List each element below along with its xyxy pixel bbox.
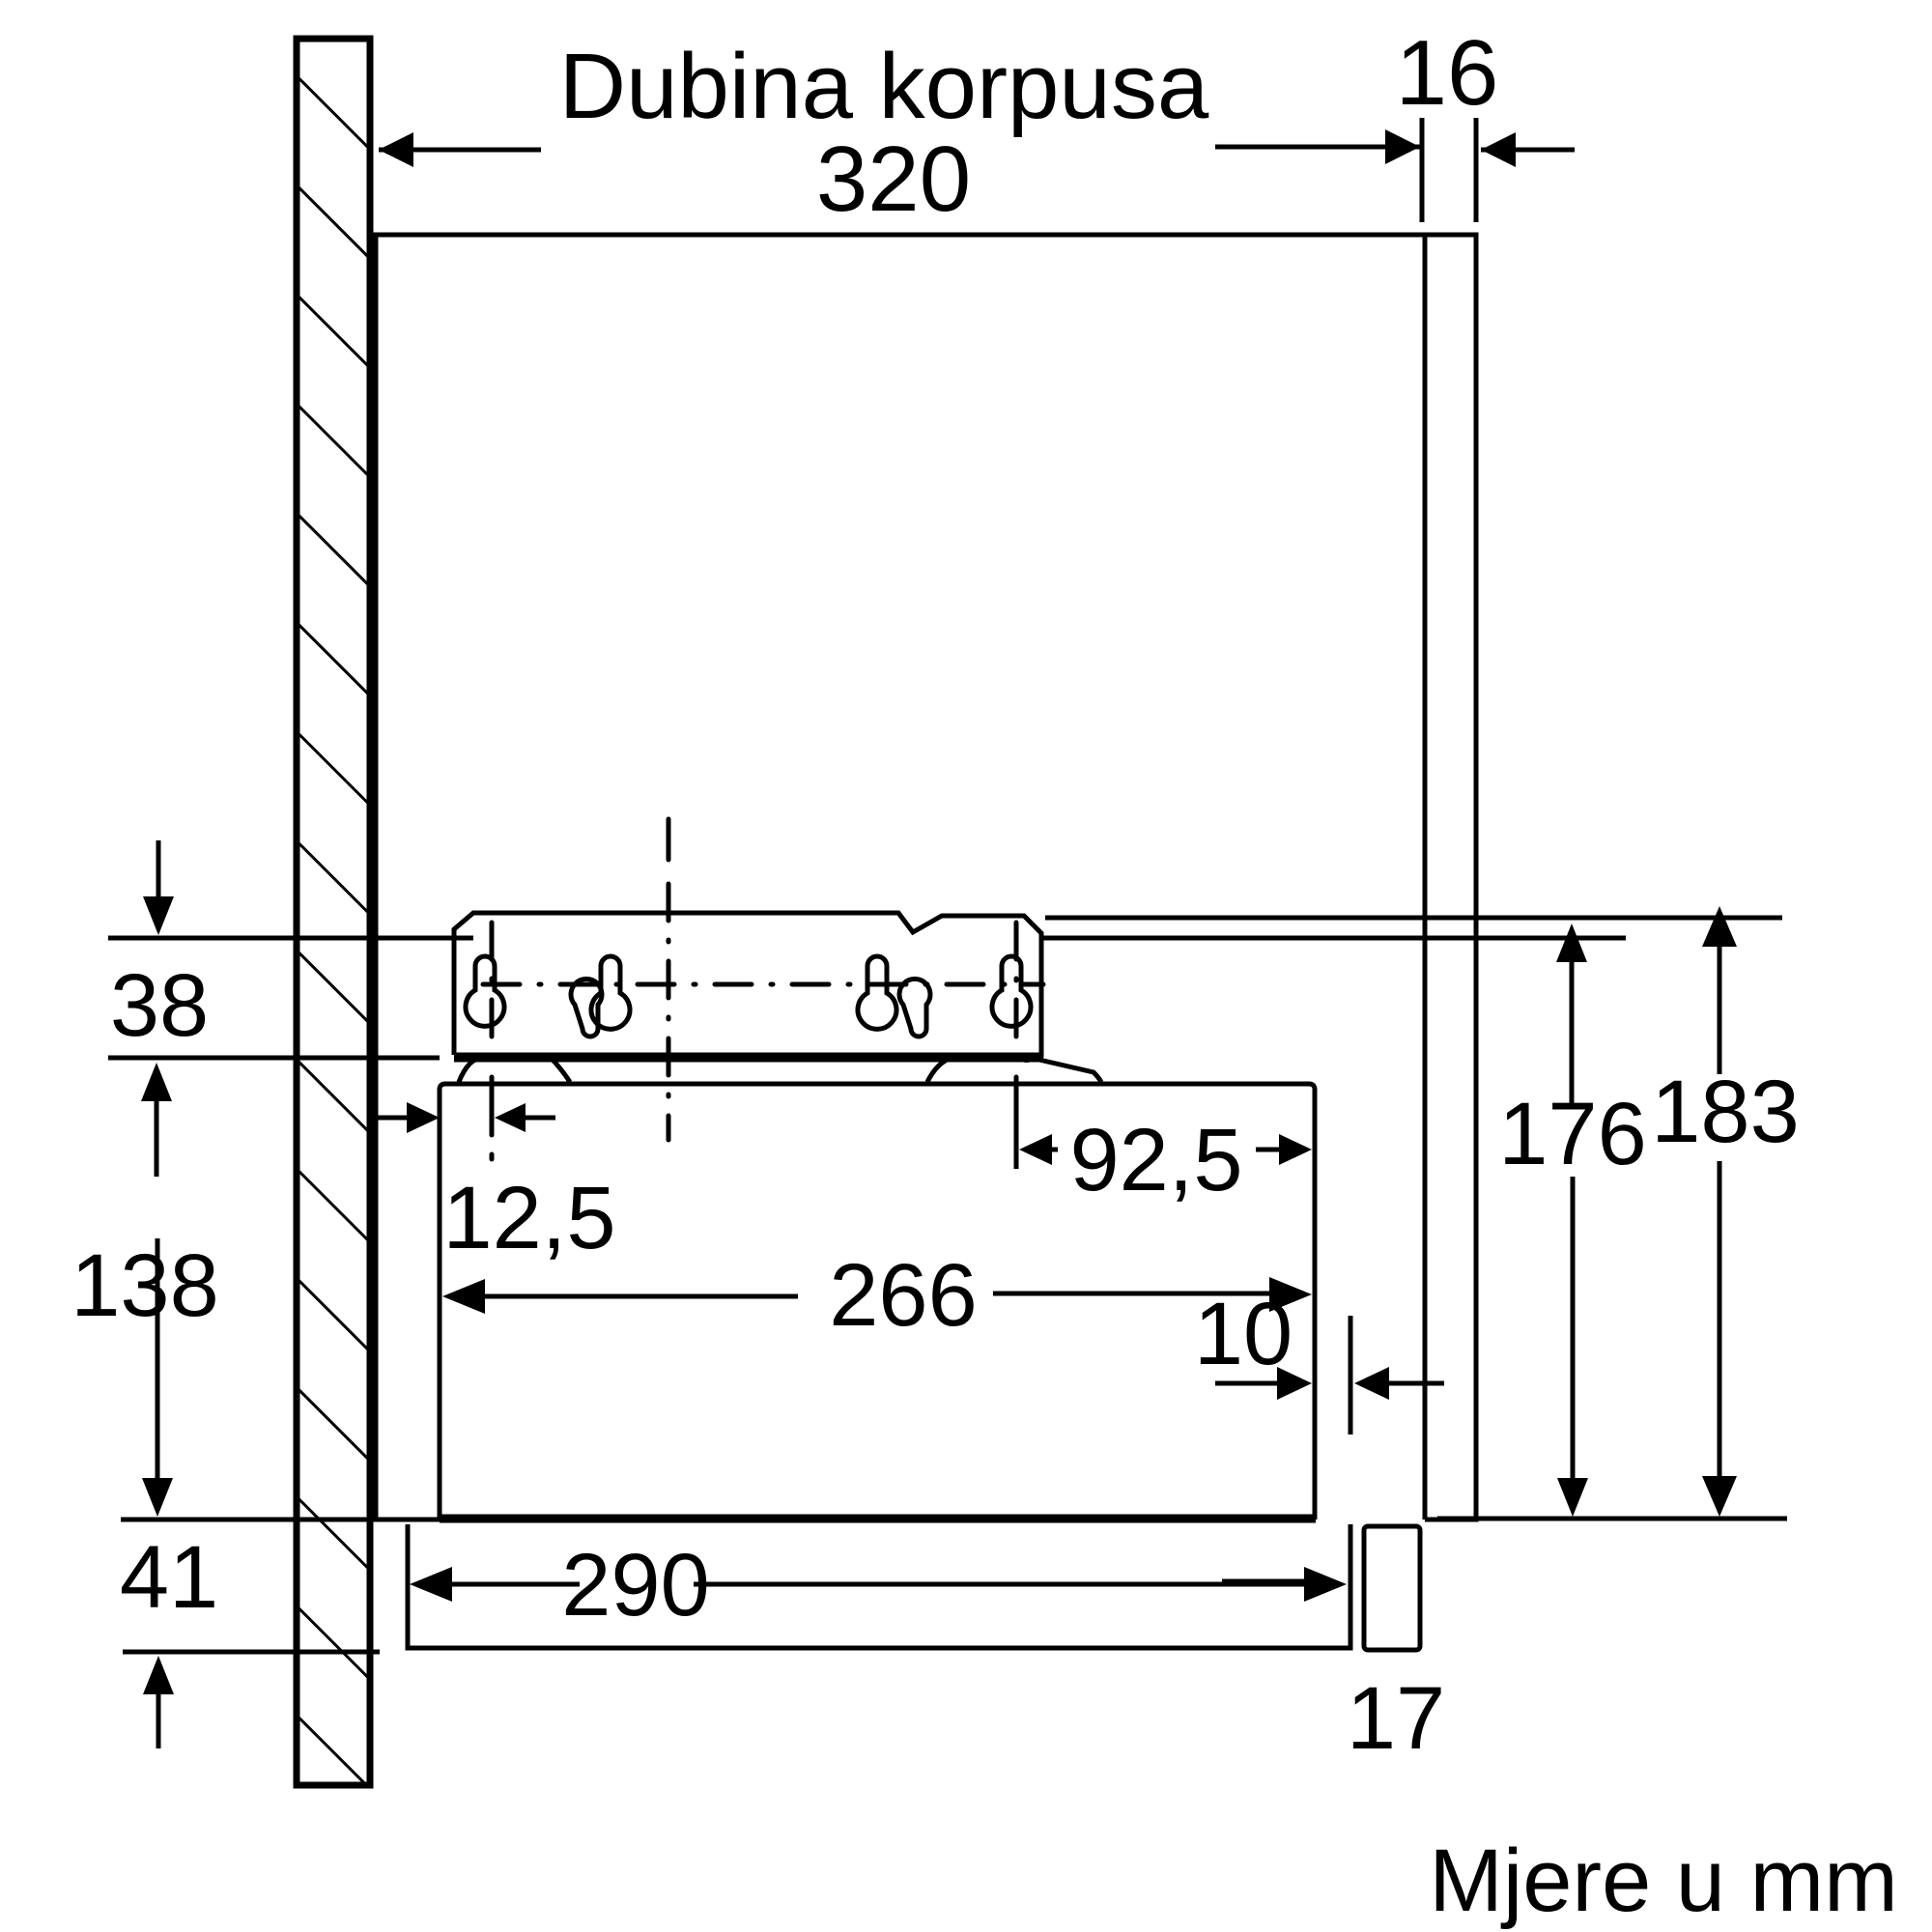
dimension-inner-height (1556, 923, 1588, 1517)
dimension-front-gap (1215, 1316, 1444, 1435)
title-label: Dubina korpusa (559, 35, 1209, 138)
label-hood-width: 266 (829, 1246, 978, 1345)
dimension-total-height (1702, 906, 1737, 1517)
label-hood-body-height: 138 (71, 1236, 219, 1335)
label-total-height: 183 (1651, 1063, 1800, 1161)
label-front-block: 17 (1347, 1669, 1445, 1768)
hood-body (437, 1081, 1318, 1523)
units-note: Mjere u mm (1429, 1832, 1898, 1930)
reference-lines (108, 915, 1787, 1655)
dimension-bracket-height (143, 840, 174, 935)
dimension-hood-width (442, 1277, 1312, 1314)
mounting-bracket (451, 910, 1104, 1084)
dimension-right-offset (1013, 1111, 1312, 1169)
label-inner-height: 176 (1498, 1085, 1647, 1183)
lower-panel (405, 1523, 1423, 1653)
dimension-hood-body-height (141, 1063, 173, 1517)
dimension-door-thickness (1419, 118, 1575, 222)
dimension-panel-height (143, 1656, 174, 1748)
label-cabinet-depth: 320 (816, 128, 971, 231)
label-bracket-height: 38 (110, 956, 209, 1055)
dimension-panel-width (410, 1567, 1347, 1602)
wall-section (293, 35, 374, 1789)
centerlines (480, 816, 1046, 1162)
dimension-cabinet-depth (379, 129, 1420, 167)
label-panel-width: 290 (561, 1536, 710, 1634)
dimension-left-offset (377, 1087, 555, 1133)
label-left-offset: 12,5 (442, 1169, 615, 1267)
label-panel-height: 41 (120, 1528, 218, 1627)
label-front-gap: 10 (1194, 1285, 1293, 1383)
label-door-thickness: 16 (1396, 21, 1499, 125)
label-right-offset: 92,5 (1069, 1111, 1242, 1209)
